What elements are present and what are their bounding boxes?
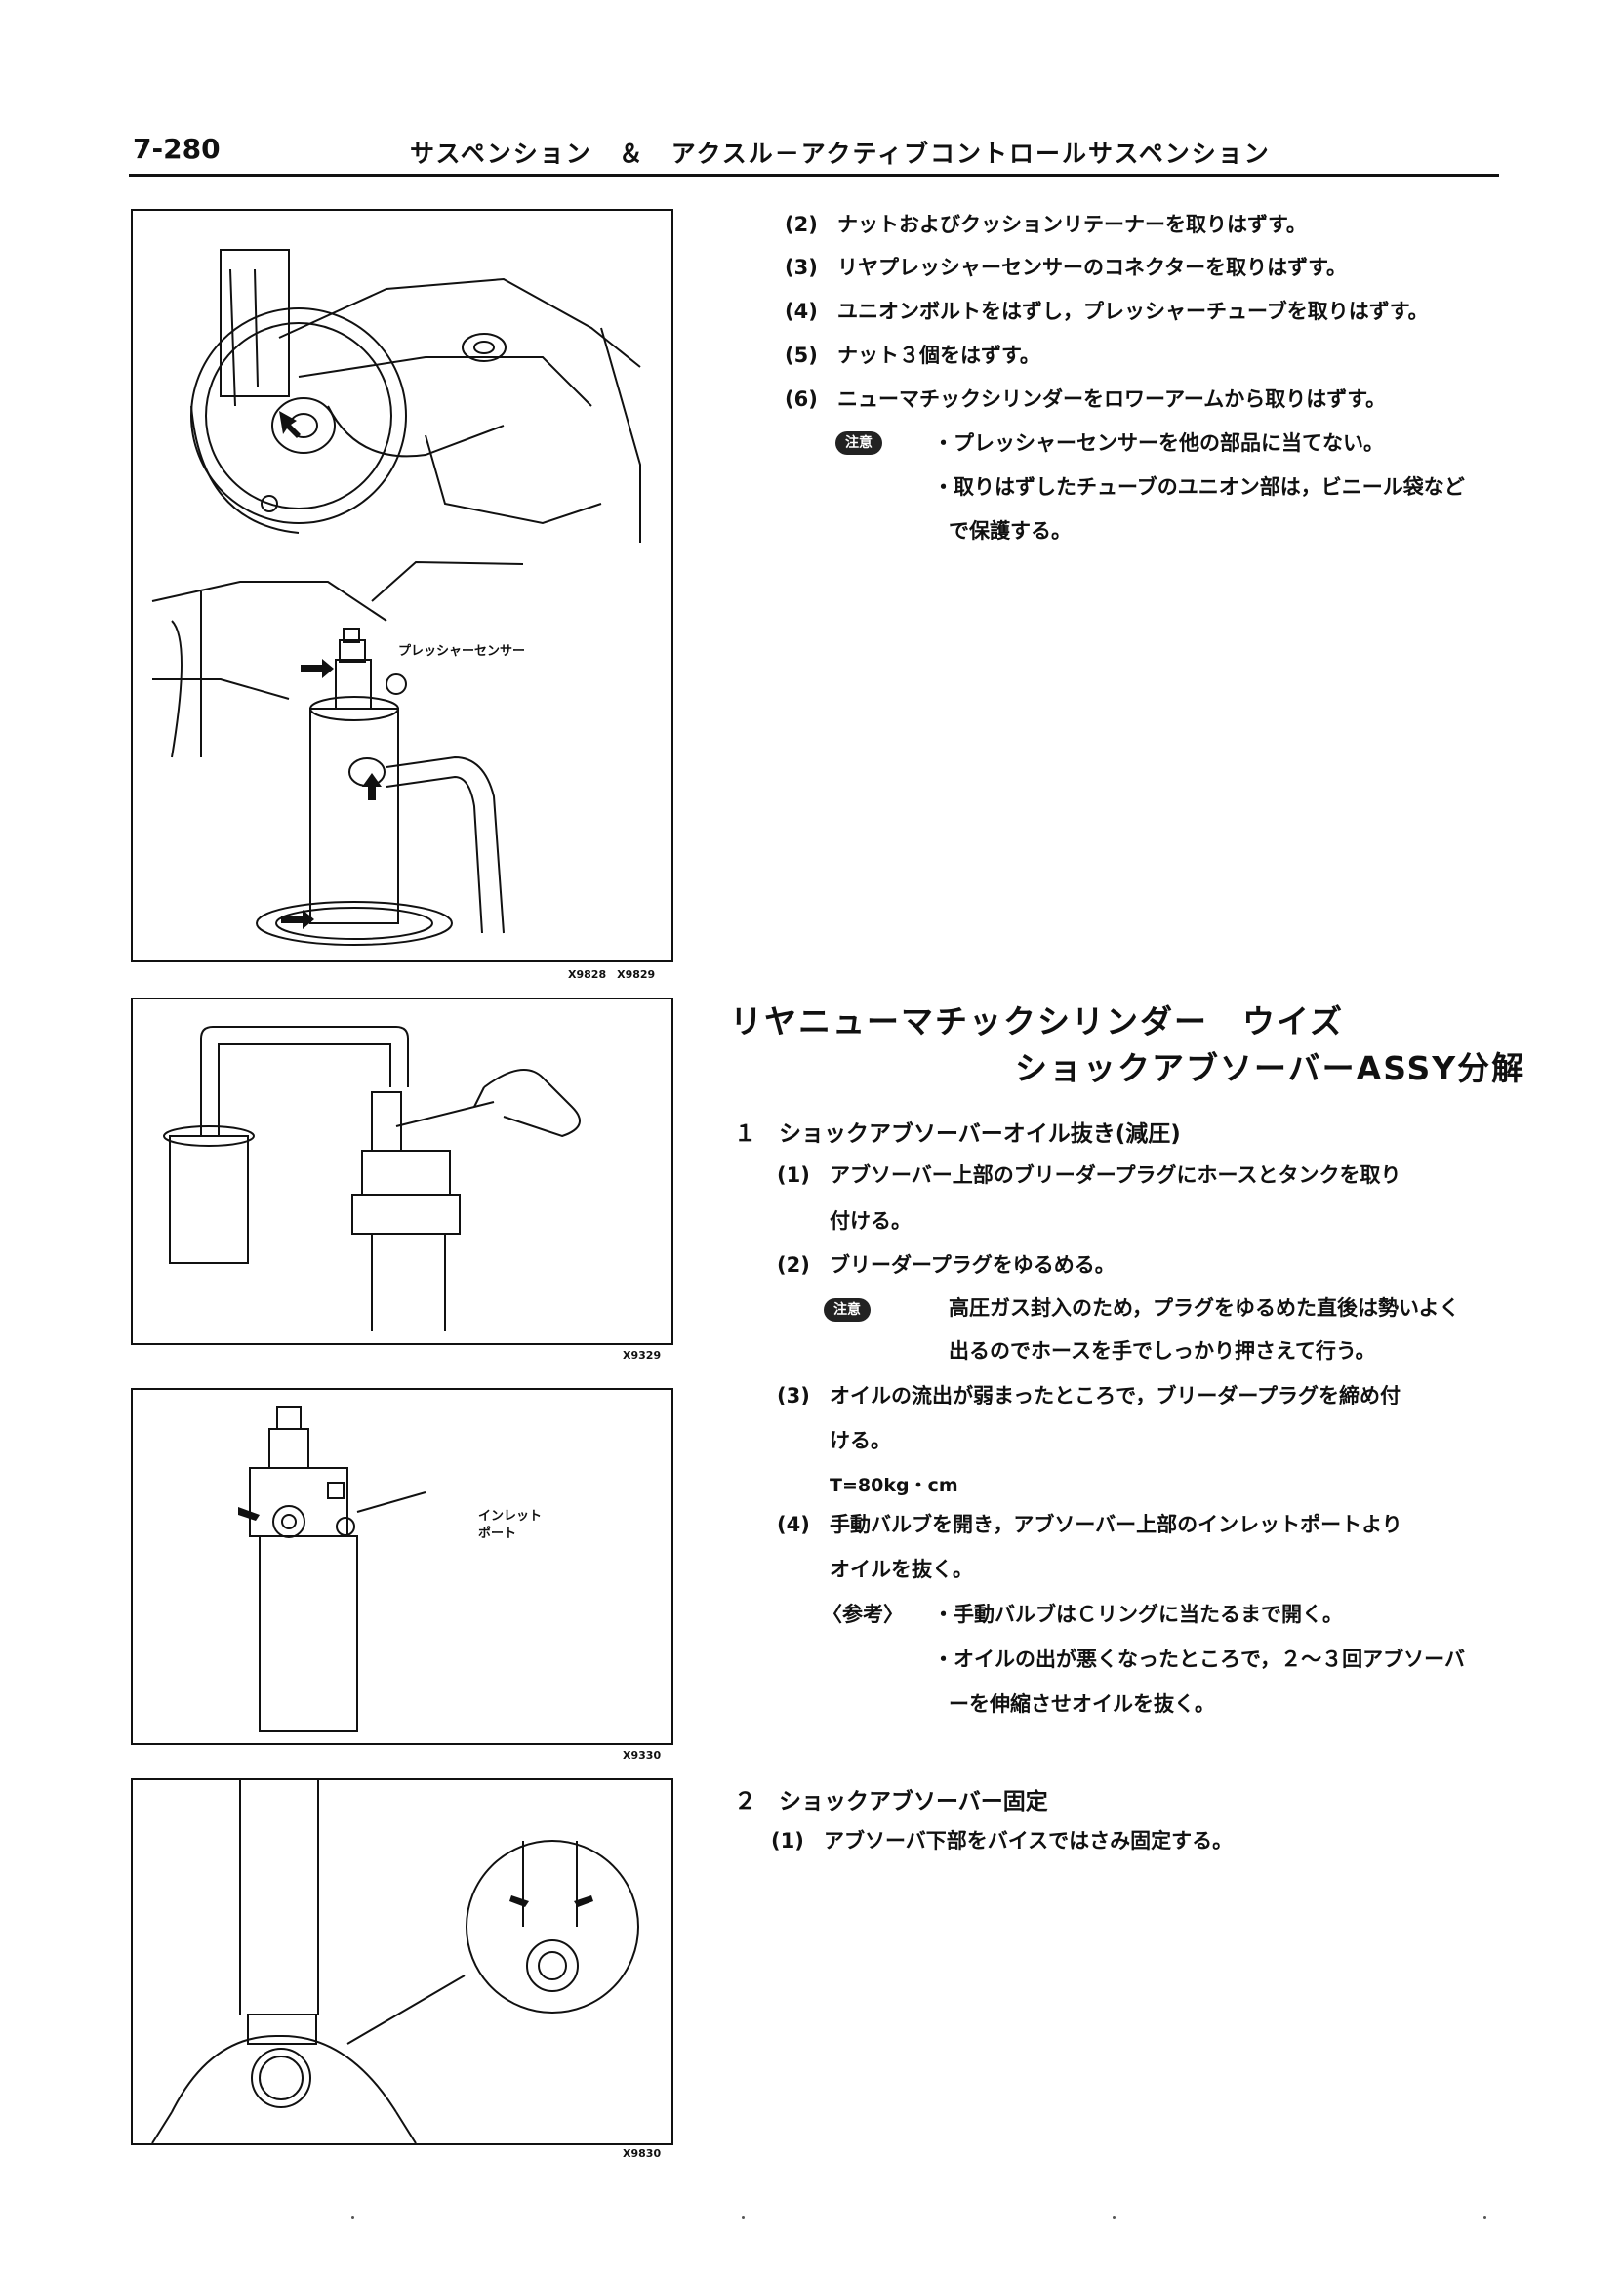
step-text: ブリーダープラグをゆるめる。 (830, 1253, 1116, 1277)
step-2-line: (2) ナットおよびクッションリテーナーを取りはずす。 (785, 211, 1307, 238)
step-text: 手動バルブを開き，アブソーバー上部のインレットポートより (830, 1513, 1402, 1536)
reference-line: ・手動バルブはＣリングに当たるまで開く。 (933, 1603, 1343, 1626)
scan-dot (351, 2216, 354, 2219)
caution-badge: 注意 (835, 431, 882, 455)
scan-dot (742, 2216, 745, 2219)
step-number: (4) (785, 300, 818, 323)
caution-line: 出るのでホースを手でしっかり押さえて行う。 (949, 1339, 1376, 1363)
step-number: (3) (777, 1384, 810, 1407)
step-1-4-cont: オイルを抜く。 (830, 1558, 973, 1581)
figure-code: X9830 (623, 2147, 662, 2160)
step-number: (2) (785, 213, 818, 236)
reference-label: 〈参考〉 (822, 1603, 904, 1626)
scan-dot (1113, 2216, 1116, 2219)
step-number: (2) (777, 1253, 810, 1277)
step-text: アブソーバ下部をバイスではさみ固定する。 (824, 1829, 1234, 1852)
caution-line: ・取りはずしたチューブのユニオン部は，ビニール袋など (933, 475, 1465, 499)
figure-inlet-port: インレット ポート (131, 1388, 673, 1745)
figure-pneumatic-cylinder-removal: プレッシャーセンサー (131, 209, 673, 962)
callout-inlet-port-2: ポート (478, 1527, 517, 1541)
section-title-line-1: リヤニューマチックシリンダー ウイズ (730, 1002, 1345, 1040)
figure-oil-drain-setup (131, 998, 673, 1345)
caution-badge: 注意 (824, 1298, 871, 1322)
step-1-title: １ ショックアブソーバーオイル抜き(減圧) (734, 1121, 1181, 1147)
step-6-line: (6) ニューマチックシリンダーをロワーアームから取りはずす。 (785, 386, 1386, 413)
page-number: 7-280 (133, 133, 221, 165)
torque-spec: T=80kg・cm (830, 1475, 958, 1496)
caution-line: ・プレッシャーセンサーを他の部品に当てない。 (933, 431, 1384, 455)
figure-code: X9330 (623, 1749, 662, 1762)
step-2-1: (1) アブソーバ下部をバイスではさみ固定する。 (771, 1827, 1233, 1854)
reference-line: ・オイルの出が悪くなったところで，２～３回アブソーバ (933, 1648, 1465, 1671)
running-title: サスペンション ＆ アクスル－アクティブコントロールサスペンション (410, 140, 1271, 168)
figure-code: X9329 (623, 1349, 662, 1362)
step-number: (3) (785, 256, 818, 279)
step-text: ナット３個をはずす。 (837, 344, 1040, 367)
step-2-title: ２ ショックアブソーバー固定 (734, 1789, 1048, 1814)
figure-code: X9828 X9829 (568, 968, 656, 981)
reference-line: ーを伸縮させオイルを抜く。 (949, 1692, 1215, 1716)
step-3-line: (3) リヤプレッシャーセンサーのコネクターを取りはずす。 (785, 254, 1347, 281)
step-text: リヤプレッシャーセンサーのコネクターを取りはずす。 (837, 256, 1348, 279)
step-number: (6) (785, 387, 818, 411)
illustration-absorber-in-vise (151, 1780, 639, 2143)
step-1-3: (3) オイルの流出が弱まったところで，ブリーダープラグを締め付 (777, 1382, 1401, 1409)
step-text: オイルの流出が弱まったところで，ブリーダープラグを締め付 (830, 1384, 1401, 1407)
callout-inlet-port-1: インレット (478, 1509, 543, 1524)
illustration-hose-and-tank (163, 1026, 581, 1331)
step-number: (1) (777, 1163, 810, 1187)
step-1-2: (2) ブリーダープラグをゆるめる。 (777, 1251, 1116, 1279)
step-number: (4) (777, 1513, 810, 1536)
illustration-lower-arm (151, 249, 641, 946)
callout-pressure-sensor: プレッシャーセンサー (398, 644, 526, 659)
step-number: (5) (785, 344, 818, 367)
step-number: (1) (771, 1829, 804, 1852)
step-1-1: (1) アブソーバー上部のブリーダープラグにホースとタンクを取り (777, 1161, 1401, 1189)
step-text: ユニオンボルトをはずし，プレッシャーチューブを取りはずす。 (837, 300, 1429, 323)
caution-line: 高圧ガス封入のため，プラグをゆるめた直後は勢いよく (949, 1296, 1460, 1320)
step-text: ナットおよびクッションリテーナーを取りはずす。 (837, 213, 1307, 236)
scan-dot (1483, 2216, 1486, 2219)
header-rule (129, 174, 1499, 177)
illustration-absorber-top (238, 1406, 426, 1732)
step-4-line: (4) ユニオンボルトをはずし，プレッシャーチューブを取りはずす。 (785, 298, 1429, 325)
figure-vise-mounting (131, 1778, 673, 2145)
step-1-3-cont: ける。 (830, 1429, 891, 1452)
step-text: ニューマチックシリンダーをロワーアームから取りはずす。 (837, 387, 1387, 411)
caution-line: で保護する。 (949, 519, 1072, 543)
section-title-line-2: ショックアブソーバーASSY分解 (1015, 1049, 1526, 1087)
step-text: アブソーバー上部のブリーダープラグにホースとタンクを取り (830, 1163, 1401, 1187)
step-1-4: (4) 手動バルブを開き，アブソーバー上部のインレットポートより (777, 1511, 1402, 1538)
step-5-line: (5) ナット３個をはずす。 (785, 342, 1040, 369)
step-1-1-cont: 付ける。 (830, 1209, 912, 1233)
